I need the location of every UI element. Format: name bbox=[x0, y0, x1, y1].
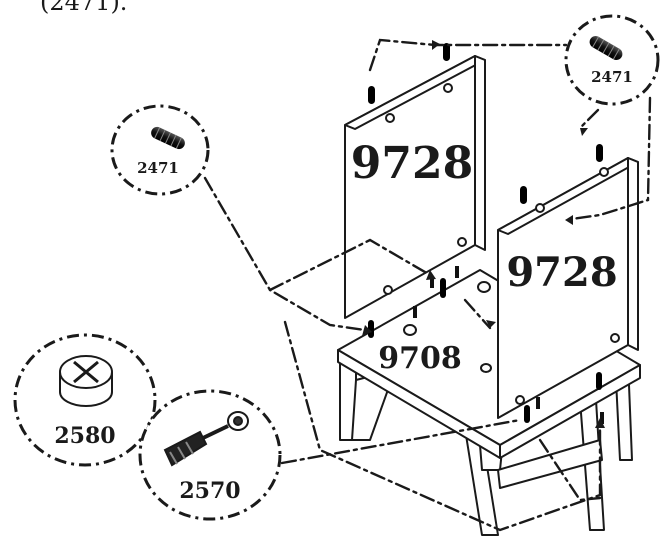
bolt-marker bbox=[455, 266, 459, 278]
callout-code: 2471 bbox=[591, 68, 633, 86]
leader-lines bbox=[203, 38, 652, 532]
dowel-pin bbox=[368, 320, 374, 338]
black-dowels-seat bbox=[368, 278, 602, 423]
panel-right-dowels bbox=[520, 144, 603, 204]
dowel-pin bbox=[440, 278, 446, 298]
arrow-head bbox=[426, 270, 436, 280]
leader-left-mid bbox=[268, 238, 432, 292]
callout-code: 2580 bbox=[54, 423, 115, 449]
leader-top-right-3 bbox=[578, 108, 600, 130]
arrow-head bbox=[432, 40, 440, 50]
cam-lock-icon bbox=[59, 355, 113, 407]
callout-code: 2471 bbox=[137, 159, 179, 177]
callout-code: 2570 bbox=[179, 478, 240, 504]
cam-bolt-icon bbox=[163, 411, 249, 467]
dowel-pin bbox=[524, 405, 530, 423]
top-caption: (2471). bbox=[40, 0, 128, 16]
cam-hole bbox=[403, 324, 417, 336]
leader-left-dowel bbox=[203, 176, 367, 332]
leader-top-right-1 bbox=[368, 38, 568, 72]
callout-cam-lock: 2580 bbox=[13, 333, 157, 467]
dowel-icon bbox=[151, 126, 185, 150]
seat-label: 9708 bbox=[378, 341, 462, 376]
panel-hole bbox=[515, 395, 525, 405]
bolt-marker bbox=[600, 412, 604, 424]
leader-cam-bolt bbox=[280, 418, 522, 465]
seat-side-edge bbox=[499, 364, 641, 459]
arrow-head bbox=[595, 418, 605, 428]
callout-cam-bolt: 2570 bbox=[138, 389, 282, 521]
bolt-marker bbox=[536, 397, 540, 409]
panel-hole bbox=[383, 285, 393, 295]
panel-hole bbox=[385, 113, 395, 123]
panel-hole bbox=[457, 237, 467, 247]
arrow-head bbox=[565, 215, 573, 225]
dowel-icon bbox=[589, 36, 623, 60]
leader-left-long bbox=[283, 320, 602, 532]
dowel-pin bbox=[520, 186, 527, 204]
panel-left-dowels bbox=[368, 43, 450, 104]
dowel-pin bbox=[596, 372, 602, 390]
callout-circle bbox=[110, 104, 210, 196]
callout-circle bbox=[564, 14, 660, 106]
panel-hole bbox=[599, 167, 609, 177]
bolt-marker bbox=[430, 276, 434, 288]
panel-left bbox=[344, 43, 486, 319]
leader-seat-arrow bbox=[463, 298, 492, 330]
panel-hole bbox=[535, 203, 545, 213]
panel-right-side-edge bbox=[627, 157, 639, 351]
dowel-pin bbox=[596, 144, 603, 162]
arrow-head bbox=[362, 325, 372, 336]
arrow-head bbox=[580, 128, 588, 136]
callout-dowel-top-right: 2471 bbox=[564, 14, 660, 106]
cam-hole bbox=[480, 363, 492, 373]
panel-right-label: 9728 bbox=[506, 249, 617, 296]
bolt-marker-group bbox=[413, 266, 604, 424]
callout-dowel-left: 2471 bbox=[110, 104, 210, 196]
stretcher bbox=[497, 439, 603, 489]
panel-left-side-edge bbox=[474, 55, 486, 251]
panel-left-label: 9728 bbox=[351, 138, 473, 189]
panel-hole bbox=[443, 83, 453, 93]
leader-right-bottom bbox=[538, 438, 602, 502]
leader-top-right-2 bbox=[563, 96, 652, 222]
panel-hole bbox=[610, 333, 620, 343]
cam-hole bbox=[477, 281, 491, 293]
bolt-marker bbox=[413, 306, 417, 318]
arrow-heads bbox=[362, 40, 605, 428]
dowel-pin bbox=[368, 86, 375, 104]
arrow-head bbox=[486, 320, 496, 328]
dowel-pin bbox=[443, 43, 450, 61]
